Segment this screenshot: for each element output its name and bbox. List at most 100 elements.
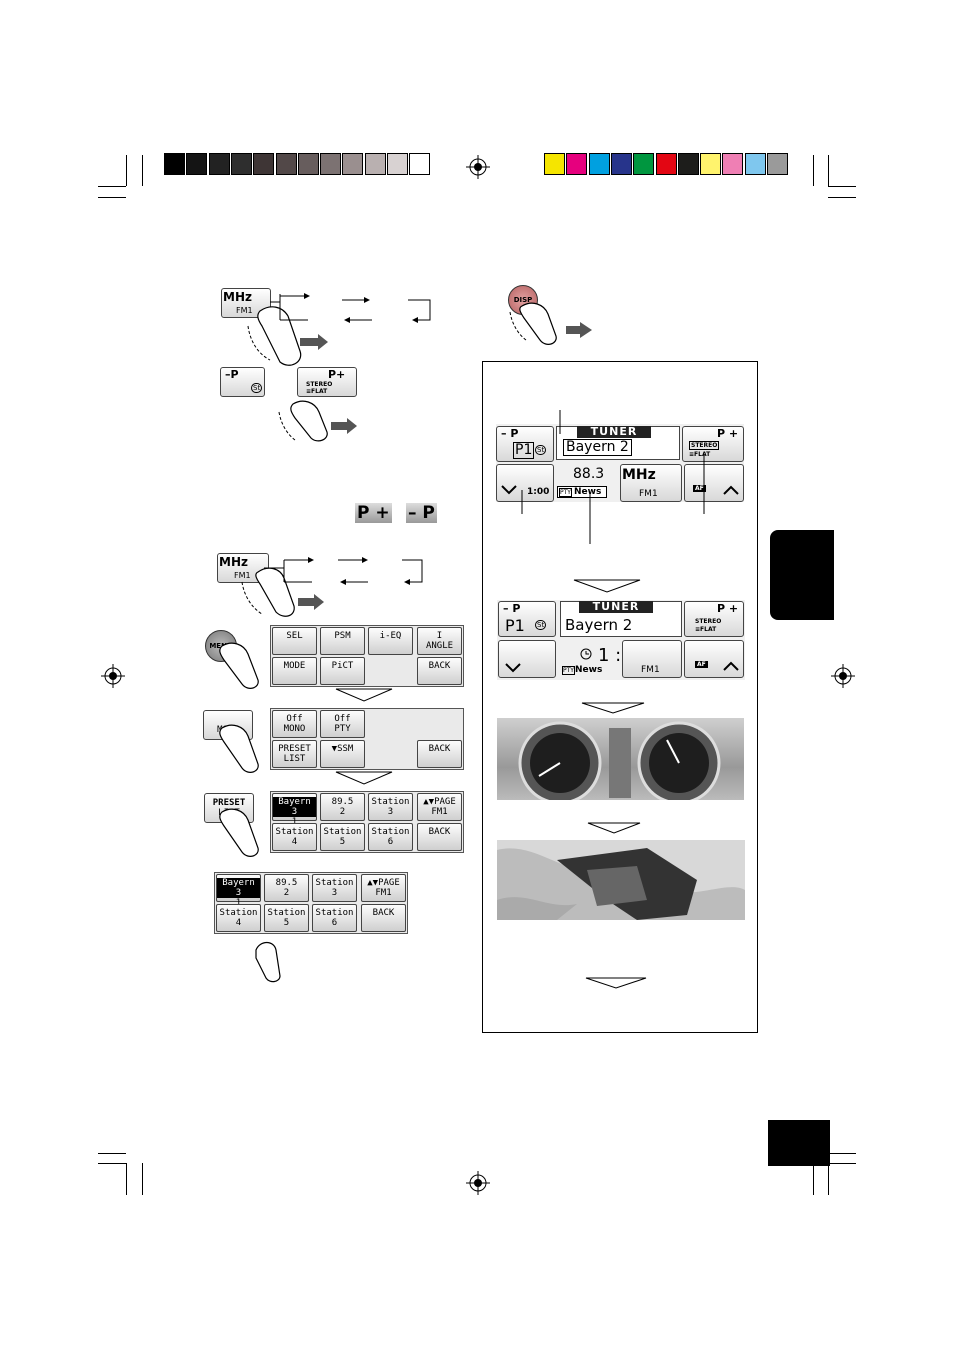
panel-button[interactable]: i-EQ — [368, 627, 413, 655]
button-label: Bayern 3 — [217, 878, 260, 898]
down-arrow-icon — [335, 688, 393, 702]
preset-minus-button[interactable]: – P P1 St — [498, 601, 556, 637]
flat-label: ≡FLAT — [306, 388, 328, 395]
crop-mark — [813, 1163, 814, 1195]
seek-up-button[interactable]: AF — [684, 640, 744, 678]
pty-tag: PTY — [562, 666, 575, 675]
finger-press-icon — [509, 302, 592, 345]
crop-mark — [98, 1153, 126, 1154]
crop-mark — [828, 197, 856, 198]
panel-button[interactable]: MODE — [272, 657, 317, 685]
button-sublabel: MONO — [283, 724, 306, 734]
button-sublabel: 6 — [387, 837, 394, 847]
button-sublabel: 4 — [291, 837, 298, 847]
speedometer-icon — [518, 721, 721, 800]
menu-knob-label: MENU — [209, 642, 233, 650]
preset-minus-button[interactable]: –P St — [220, 367, 265, 397]
band-label: FM1 — [641, 665, 660, 675]
seek-up-button[interactable]: AF — [684, 464, 744, 502]
panel-button[interactable]: BACK — [417, 657, 462, 685]
band-button[interactable]: MHz FM1 — [620, 464, 682, 502]
mhz-label: MHz — [622, 467, 656, 483]
panel-button[interactable]: BACK — [417, 740, 462, 768]
panel-button[interactable]: BACK — [417, 823, 462, 851]
section-tab — [770, 530, 834, 620]
button-label: Off — [334, 714, 351, 724]
callout-lines — [521, 410, 705, 544]
button-sublabel: 6 — [331, 918, 338, 928]
preset-plus-button[interactable]: P+ STEREO ≡FLAT — [297, 367, 357, 397]
button-sublabel: 1 — [235, 898, 242, 908]
button-sublabel: LIST — [283, 754, 306, 764]
seek-down-button[interactable] — [498, 640, 556, 678]
panel-button[interactable]: PSM — [320, 627, 365, 655]
crop-mark — [828, 1153, 856, 1154]
preset-plus-button[interactable]: P + STEREO ≡FLAT — [682, 426, 744, 462]
tuner-tab: TUNER — [579, 601, 653, 613]
color-swatch — [566, 153, 588, 175]
panel-button[interactable]: SEL — [272, 627, 317, 655]
preset-plus-button[interactable]: P + STEREO ≡FLAT — [684, 601, 744, 637]
seek-down-button[interactable]: 1:00 — [496, 464, 554, 502]
button-sublabel: 4 — [235, 918, 242, 928]
button-sublabel: 5 — [339, 837, 346, 847]
panel-button[interactable]: BACK — [361, 904, 406, 932]
stereo-indicator: St — [535, 620, 547, 630]
crop-mark — [98, 186, 126, 187]
button-label: Station — [315, 908, 354, 918]
button-label: 89.5 — [275, 878, 298, 888]
color-swatch — [588, 153, 610, 175]
cycle-arrows-icon — [264, 557, 423, 585]
gray-swatch — [253, 153, 275, 175]
af-indicator: AF — [693, 485, 706, 492]
band-label: FM1 — [234, 571, 251, 580]
station-name-area: TUNER Bayern 2 — [556, 426, 680, 460]
button-sublabel: 3 — [387, 807, 394, 817]
crop-mark — [126, 155, 127, 186]
preset-plus-label: P + — [717, 427, 739, 440]
page-number-box — [768, 1120, 830, 1166]
gray-swatch — [387, 153, 408, 175]
crop-mark — [828, 1163, 829, 1195]
button-sublabel: 3 — [331, 888, 338, 898]
color-swatch — [655, 153, 677, 175]
down-arrow-icon — [587, 822, 641, 834]
disp-knob-label: DISP — [513, 296, 533, 304]
crop-mark — [828, 1163, 856, 1164]
pty-display: PTY News — [561, 665, 611, 677]
stereo-label: STEREO — [695, 618, 722, 625]
button-label: Station — [275, 827, 314, 837]
panel-button[interactable]: PiCT — [320, 657, 365, 685]
button-label: PiCT — [331, 661, 354, 671]
gray-swatch — [297, 153, 319, 175]
stereo-label: STEREO — [306, 381, 333, 388]
button-label: Station — [219, 908, 258, 918]
gauges-image — [497, 718, 744, 800]
band-button[interactable]: FM1 — [622, 640, 682, 678]
finger-press-icon — [219, 724, 259, 773]
picture-image — [497, 840, 745, 920]
preset-minus-button[interactable]: – P P1 St — [496, 426, 554, 462]
color-swatch — [677, 153, 699, 175]
band-label: FM1 — [236, 306, 253, 315]
panel-button[interactable]: ▼SSM — [320, 740, 365, 768]
button-sublabel: PTY — [334, 724, 351, 734]
